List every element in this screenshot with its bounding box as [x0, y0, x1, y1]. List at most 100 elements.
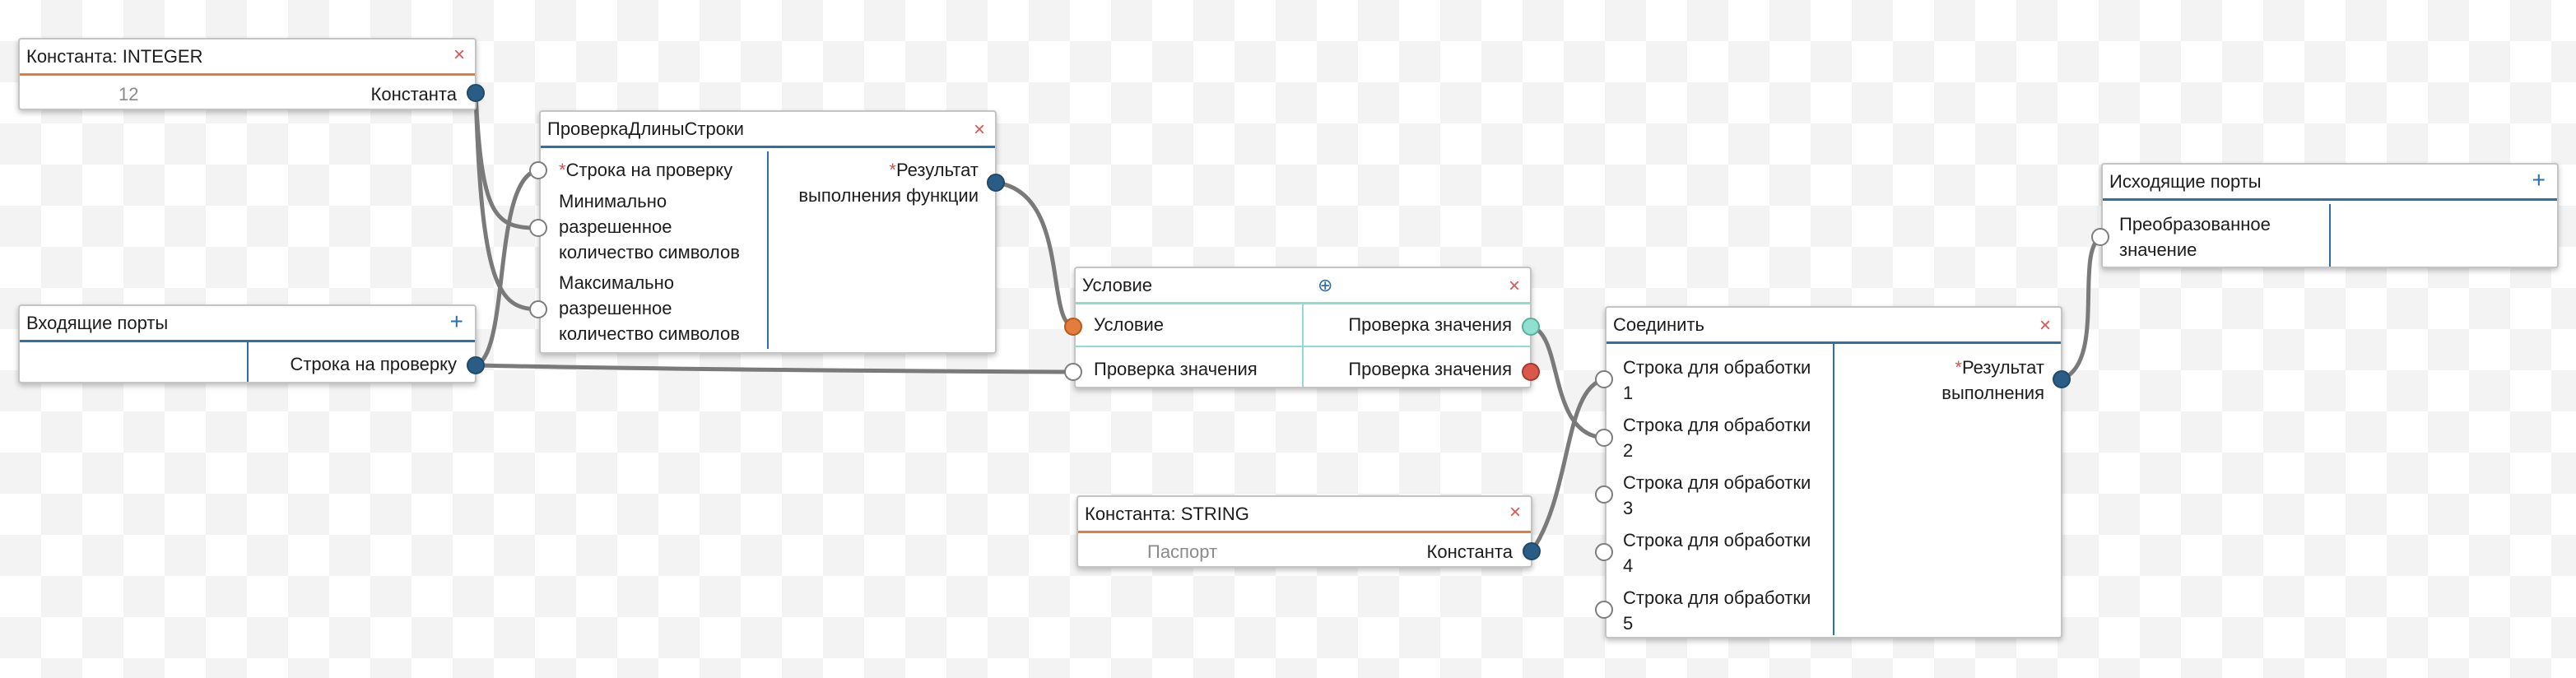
close-icon[interactable]: × — [2039, 314, 2051, 337]
row-divider — [1076, 346, 1530, 347]
close-icon[interactable]: × — [1509, 501, 1521, 523]
port-in-join-2[interactable] — [1595, 429, 1613, 447]
incoming-ports-node[interactable]: Входящие порты + Строка на проверку — [18, 304, 477, 383]
node-title: Константа: INTEGER — [26, 46, 203, 67]
node-title: Константа: STRING — [1085, 504, 1249, 524]
output-port-label: выполнения функции — [798, 185, 979, 206]
output-port-label: Константа — [370, 84, 457, 104]
wire-check-to-condition[interactable] — [994, 180, 1076, 329]
wire-const-int-to-max[interactable] — [473, 91, 541, 312]
input-port-label: Условие — [1094, 314, 1165, 335]
output-port-label: Строка на проверку — [290, 354, 457, 374]
node-header[interactable]: Исходящие порты + — [2103, 165, 2557, 201]
join-node[interactable]: Соединить × Строка для обработки 1 Строк… — [1605, 306, 2062, 639]
input-port-label: 3 — [1623, 498, 1634, 518]
column-divider — [247, 341, 249, 382]
port-out-constant-integer[interactable] — [467, 84, 485, 102]
output-port-label: выполнения — [1941, 383, 2044, 403]
input-port-label: разрешенное — [559, 216, 672, 237]
outgoing-ports-node[interactable]: Исходящие порты + Преобразованное значен… — [2101, 163, 2559, 268]
plus-icon[interactable]: + — [2532, 167, 2546, 193]
input-port-label: количество символов — [559, 242, 740, 262]
input-port-label: Строка для обработки — [1623, 587, 1811, 608]
port-in-converted-value[interactable] — [2091, 228, 2109, 246]
input-port-label: Преобразованное — [2119, 214, 2271, 235]
output-port-label: Проверка значения — [1348, 314, 1512, 335]
node-header[interactable]: ПроверкаДлиныСтроки × — [541, 112, 995, 148]
wire-const-str-to-join[interactable] — [1529, 377, 1607, 554]
required-marker: * — [889, 160, 896, 180]
node-title: ПроверкаДлиныСтроки — [547, 118, 744, 139]
settings-icon[interactable]: ⊕ — [1318, 275, 1333, 295]
check-string-length-node[interactable]: ПроверкаДлиныСтроки × *Строка на проверк… — [539, 110, 997, 354]
node-title: Условие — [1082, 275, 1153, 295]
port-in-join-5[interactable] — [1595, 601, 1613, 619]
port-out-incoming[interactable] — [467, 356, 485, 374]
required-marker: * — [559, 160, 566, 180]
condition-node[interactable]: Условие ⊕ × Условие Проверка значения Пр… — [1074, 267, 1532, 388]
node-header[interactable]: Константа: INTEGER × — [20, 39, 475, 76]
output-port-label: Проверка значения — [1348, 359, 1512, 379]
constant-value[interactable]: 12 — [119, 84, 139, 104]
input-port-label: Строка для обработки — [1623, 357, 1811, 378]
input-port-label: Минимально — [559, 191, 667, 211]
port-in-string-to-check[interactable] — [529, 161, 547, 179]
constant-string-node[interactable]: Константа: STRING × Паспорт Константа — [1076, 495, 1532, 568]
input-port-label: значение — [2119, 239, 2197, 260]
port-out-true[interactable] — [1522, 318, 1540, 336]
node-title: Соединить — [1613, 314, 1704, 335]
close-icon[interactable]: × — [973, 118, 985, 141]
input-port-label: Строка для обработки — [1623, 472, 1811, 493]
wire-const-int-to-min[interactable] — [473, 91, 541, 230]
node-header[interactable]: Соединить × — [1607, 308, 2061, 344]
input-port-label: количество символов — [559, 323, 740, 344]
output-port-label: Константа — [1426, 541, 1513, 562]
output-port-label: *Результат — [889, 158, 979, 183]
port-in-join-4[interactable] — [1595, 543, 1613, 561]
output-port-label-text: Результат — [895, 160, 979, 180]
port-in-join-1[interactable] — [1595, 370, 1613, 388]
output-port-label-text: Результат — [1961, 357, 2044, 378]
node-title: Исходящие порты — [2109, 171, 2262, 192]
port-out-function-result[interactable] — [987, 174, 1005, 192]
node-title: Входящие порты — [26, 313, 169, 333]
input-port-label: 2 — [1623, 440, 1634, 461]
input-port-label: разрешенное — [559, 298, 672, 318]
wire-incoming-to-condition[interactable] — [473, 363, 1076, 374]
input-port-label: 1 — [1623, 383, 1634, 403]
input-port-label-text: Строка на проверку — [565, 160, 733, 180]
column-divider — [1302, 303, 1304, 387]
port-in-max-chars[interactable] — [529, 300, 547, 318]
close-icon[interactable]: × — [1508, 275, 1520, 297]
port-in-condition[interactable] — [1064, 318, 1082, 336]
port-out-false[interactable] — [1522, 363, 1540, 381]
port-out-constant-string[interactable] — [1523, 542, 1541, 560]
input-port-label: 5 — [1623, 613, 1634, 634]
column-divider — [767, 151, 769, 349]
input-port-label: 4 — [1623, 555, 1634, 576]
port-in-check-value[interactable] — [1064, 363, 1082, 381]
node-header[interactable]: Условие ⊕ × — [1076, 268, 1530, 304]
constant-integer-node[interactable]: Константа: INTEGER × 12 Константа — [18, 38, 477, 110]
constant-value[interactable]: Паспорт — [1147, 541, 1218, 562]
input-port-label: Проверка значения — [1094, 359, 1258, 379]
input-port-label: Строка для обработки — [1623, 530, 1811, 550]
close-icon[interactable]: × — [453, 44, 465, 66]
column-divider — [2329, 204, 2331, 267]
wire-condition-to-join[interactable] — [1528, 324, 1607, 440]
wire-join-to-outgoing[interactable] — [2059, 235, 2104, 382]
column-divider — [1833, 342, 1834, 635]
node-header[interactable]: Константа: STRING × — [1078, 497, 1531, 533]
input-port-label: Максимально — [559, 272, 675, 293]
plus-icon[interactable]: + — [449, 309, 463, 334]
port-in-min-chars[interactable] — [529, 219, 547, 237]
port-out-join-result[interactable] — [2053, 370, 2071, 388]
required-marker: * — [1955, 357, 1962, 378]
output-port-label: *Результат — [1955, 355, 2044, 380]
port-in-join-3[interactable] — [1595, 485, 1613, 504]
input-port-label: *Строка на проверку — [559, 158, 732, 183]
input-port-label: Строка для обработки — [1623, 415, 1811, 435]
wire-incoming-to-check[interactable] — [473, 168, 541, 368]
node-header[interactable]: Входящие порты + — [20, 306, 475, 342]
